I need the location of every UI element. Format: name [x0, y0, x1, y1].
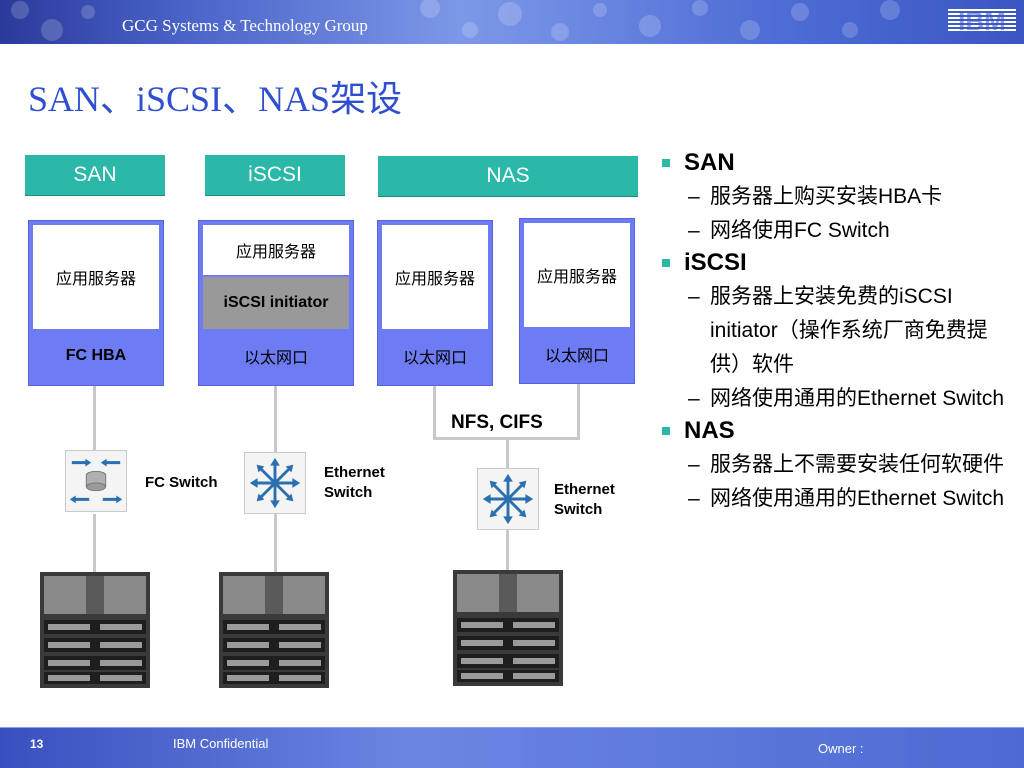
connector-line [93, 514, 96, 572]
iscsi-server: 应用服务器 iSCSI initiator 以太网口 [198, 220, 354, 386]
ibm-logo: IBM [948, 6, 1016, 36]
bullet-heading-nas: NAS [660, 416, 1010, 446]
bullet-item-text: 网络使用通用的Ethernet Switch [710, 387, 1005, 410]
bullet-item: –网络使用通用的Ethernet Switch [688, 387, 1005, 410]
nas-server-2: 应用服务器 以太网口 [519, 218, 635, 384]
fc-hba-label: FC HBA [65, 347, 127, 364]
server-label: 应用服务器 [33, 225, 159, 329]
connector-line [506, 530, 509, 572]
server-label: 应用服务器 [524, 223, 630, 327]
header-dot-pattern [11, 0, 900, 41]
slide-header: GCG Systems & Technology Group IBM [0, 0, 1024, 44]
tab-nas: NAS [378, 156, 638, 196]
ethernet-port-label: 以太网口 [243, 350, 308, 367]
tab-iscsi: iSCSI [205, 155, 345, 195]
bullet-item-text: 网络使用通用的Ethernet Switch [710, 487, 1005, 510]
bullet-item: –服务器上不需要安装任何软硬件 [688, 453, 1004, 476]
connector-line [274, 384, 277, 454]
bullet-item: –网络使用FC Switch [688, 219, 890, 242]
bullet-list: SAN –服务器上购买安装HBA卡 –网络使用FC Switch iSCSI –… [660, 148, 1010, 516]
tab-san: SAN [25, 155, 165, 195]
server-label: 应用服务器 [382, 225, 488, 329]
connector-line [506, 437, 509, 468]
bullet-item-text: 服务器上不需要安装任何软硬件 [710, 453, 1004, 476]
switch-label-line: Ethernet [554, 481, 615, 498]
bullet-item-text: 服务器上安装免费的iSCSI initiator（操作系统厂商免费提供）软件 [710, 285, 988, 376]
switch-label-line: Switch [324, 484, 373, 501]
bullet-item-text: 网络使用FC Switch [710, 219, 890, 242]
connector-line [274, 514, 277, 572]
san-server: 应用服务器 FC HBA [28, 220, 164, 386]
bullet-item: –网络使用通用的Ethernet Switch [688, 487, 1005, 510]
bullet-item: –服务器上安装免费的iSCSI initiator（操作系统厂商免费提供）软件 [688, 285, 988, 376]
architecture-diagram: SAN iSCSI NAS 应用服务器 FC HBA 应用服务器 iSCSI i… [0, 140, 650, 700]
ethernet-port-label: 以太网口 [544, 348, 609, 365]
storage-array-icon [219, 572, 329, 688]
iscsi-initiator-label: iSCSI initiator [203, 277, 349, 329]
bullet-item: –服务器上购买安装HBA卡 [688, 185, 943, 208]
fc-switch-icon [65, 450, 127, 512]
ibm-logo-text: IBM [958, 6, 1006, 36]
connector-line [577, 382, 580, 439]
bullet-item-text: 服务器上购买安装HBA卡 [710, 185, 943, 208]
connector-line [433, 384, 436, 439]
ethernet-switch-icon [244, 452, 306, 514]
switch-label-line: Switch [554, 501, 603, 518]
storage-array-icon [453, 570, 563, 686]
ethernet-switch-icon [477, 468, 539, 530]
server-label: 应用服务器 [203, 225, 349, 275]
bullet-heading-san: SAN [660, 148, 1010, 178]
storage-array-icon [40, 572, 150, 688]
owner-label: Owner : [818, 741, 864, 756]
page-number: 13 [30, 737, 44, 751]
ethernet-switch-label: Ethernet Switch [324, 463, 385, 503]
slide-footer: 13 IBM Confidential Owner : [0, 727, 1024, 768]
ethernet-port-label: 以太网口 [402, 350, 467, 367]
fc-switch-label: FC Switch [145, 474, 218, 491]
bullet-heading-iscsi: iSCSI [660, 248, 1010, 278]
nas-server-1: 应用服务器 以太网口 [377, 220, 493, 386]
ethernet-switch-label: Ethernet Switch [554, 480, 615, 520]
group-name: GCG Systems & Technology Group [122, 16, 368, 35]
confidentiality-label: IBM Confidential [173, 736, 269, 751]
page-title: SAN、iSCSI、NAS架设 [28, 79, 403, 119]
nfs-cifs-label: NFS, CIFS [451, 412, 543, 433]
connector-line [93, 384, 96, 454]
switch-label-line: Ethernet [324, 464, 385, 481]
